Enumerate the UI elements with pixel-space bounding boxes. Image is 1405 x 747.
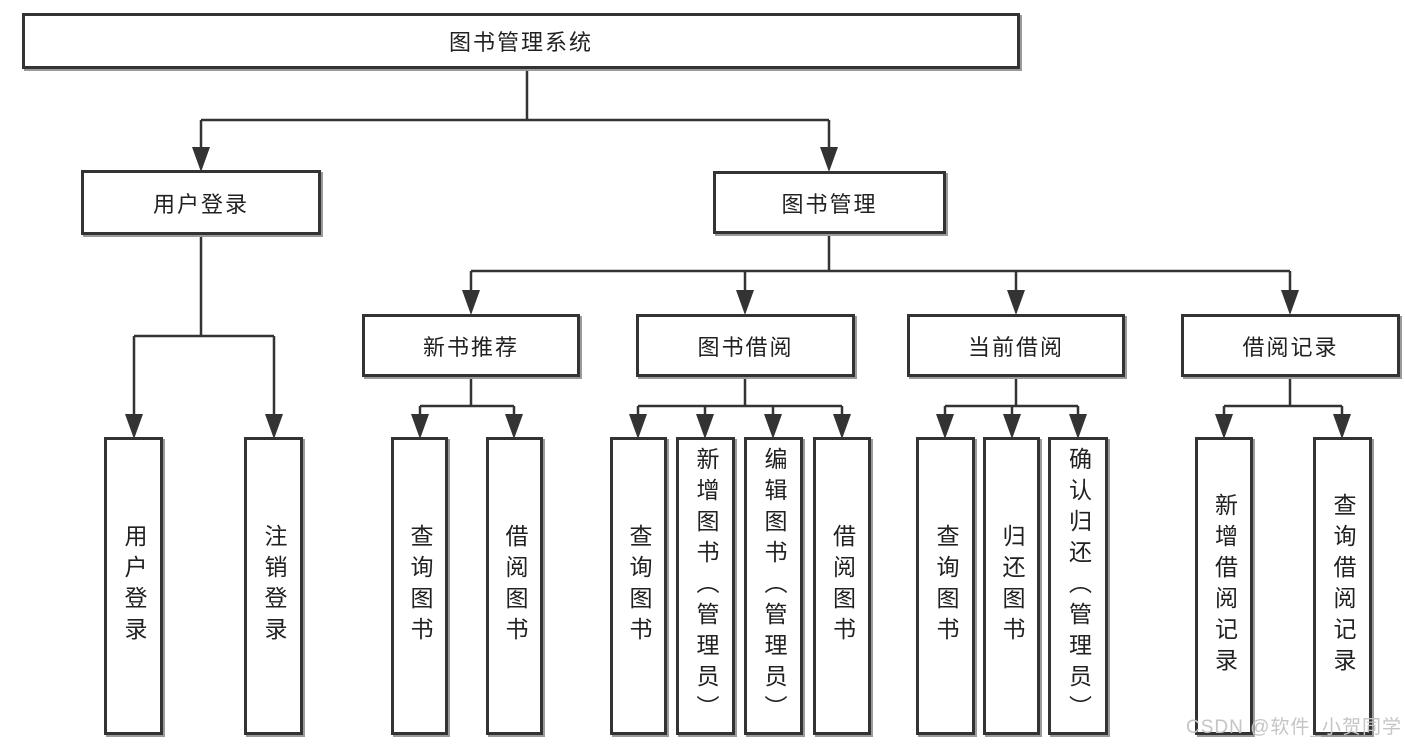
leaf-label: 确认归还（管理员） bbox=[1065, 446, 1092, 726]
leaf-label: 查询图书 bbox=[933, 524, 959, 648]
leaf-label: 归还图书 bbox=[999, 524, 1025, 648]
node-current-borrowing: 当前借阅 bbox=[907, 314, 1125, 377]
leaf-query-books: 查询图书 bbox=[391, 437, 448, 735]
leaf-borrow-books: 借阅图书 bbox=[486, 437, 543, 735]
node-system-root: 图书管理系统 bbox=[22, 13, 1020, 69]
leaf-label: 借阅图书 bbox=[829, 524, 856, 648]
node-book-borrowing: 图书借阅 bbox=[636, 314, 855, 377]
leaf-label: 新增借阅记录 bbox=[1211, 493, 1238, 679]
leaf-query-books: 查询图书 bbox=[916, 437, 975, 735]
leaf-confirm-return-admin: 确认归还（管理员） bbox=[1048, 437, 1108, 735]
leaf-logout: 注销登录 bbox=[244, 437, 303, 735]
leaf-label: 查询借阅记录 bbox=[1330, 493, 1356, 679]
leaf-edit-books-admin: 编辑图书（管理员） bbox=[744, 437, 803, 735]
leaf-query-borrow-record: 查询借阅记录 bbox=[1313, 437, 1372, 735]
leaf-add-borrow-record: 新增借阅记录 bbox=[1195, 437, 1253, 735]
leaf-borrow-books: 借阅图书 bbox=[813, 437, 871, 735]
leaf-label: 注销登录 bbox=[261, 524, 287, 648]
leaf-user-login: 用户登录 bbox=[104, 437, 163, 735]
csdn-watermark: CSDN @软件_小贺同学 bbox=[1186, 717, 1402, 738]
leaf-label: 查询图书 bbox=[407, 524, 433, 648]
leaf-label: 借阅图书 bbox=[502, 524, 528, 648]
node-borrowing-records: 借阅记录 bbox=[1181, 314, 1400, 377]
leaf-label: 查询图书 bbox=[626, 524, 652, 648]
node-book-management: 图书管理 bbox=[713, 171, 946, 234]
leaf-label: 编辑图书（管理员） bbox=[761, 446, 787, 726]
node-user-login: 用户登录 bbox=[81, 170, 321, 235]
leaf-add-books-admin: 新增图书（管理员） bbox=[676, 437, 735, 735]
node-new-book-recommend: 新书推荐 bbox=[362, 314, 580, 377]
leaf-label: 新增图书（管理员） bbox=[693, 446, 719, 726]
leaf-return-books: 归还图书 bbox=[983, 437, 1040, 735]
leaf-query-books: 查询图书 bbox=[610, 437, 667, 735]
leaf-label: 用户登录 bbox=[121, 524, 147, 648]
